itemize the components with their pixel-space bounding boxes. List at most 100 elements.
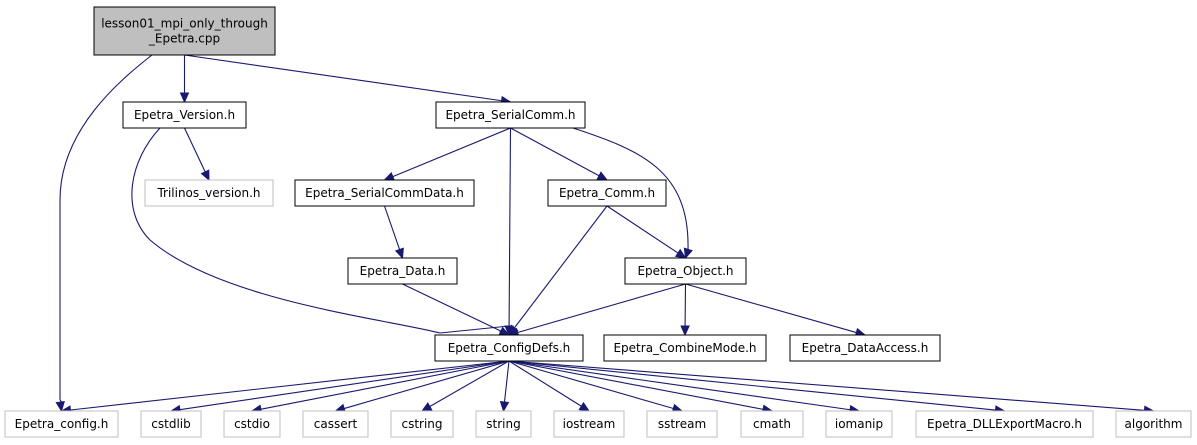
node-label: cstdio [234,417,270,431]
node-root[interactable]: lesson01_mpi_only_through_Epetra.cpp [93,6,276,56]
node-box [475,410,532,438]
edge-comm-to-configdefs [508,205,608,336]
node-string: string [475,410,532,438]
node-label: cassert [314,417,358,431]
edges-layer [55,54,1155,416]
node-box [740,410,804,438]
node-label: Epetra_SerialCommData.h [305,186,464,200]
node-box [144,179,274,207]
node-box [646,410,718,438]
edge-data-to-configdefs [402,283,511,336]
edge-object-to-combinemode [680,283,690,337]
node-box [434,334,584,362]
node-box [553,410,625,438]
node-label: algorithm [1125,417,1183,431]
edge-configdefs-to-cassert [334,360,510,413]
node-label: iostream [563,417,616,431]
node-box [435,101,586,129]
edge-configdefs-to-cstring [420,360,510,412]
edge-version-to-configdefs [131,127,511,340]
node-label: string [486,417,520,431]
node-box [122,101,247,129]
node-serialcomm[interactable]: Epetra_SerialComm.h [435,101,586,129]
node-label: Epetra_Version.h [134,108,235,122]
node-cstdio: cstdio [223,410,281,438]
node-trilinos_version: Trilinos_version.h [144,179,274,207]
node-box [547,179,667,207]
node-cmath: cmath [740,410,804,438]
node-label: Epetra_SerialComm.h [445,108,575,122]
node-box [624,257,747,285]
node-cstdlib: cstdlib [140,410,202,438]
node-iomanip: iomanip [825,410,893,438]
node-data[interactable]: Epetra_Data.h [347,257,458,285]
node-configdefs[interactable]: Epetra_ConfigDefs.h [434,334,584,362]
node-box [390,410,454,438]
edge-configdefs-to-cstdlib [169,360,510,415]
node-comm[interactable]: Epetra_Comm.h [547,179,667,207]
node-label: _Epetra.cpp [148,32,220,46]
node-box [789,334,941,362]
node-label: Epetra_Object.h [637,264,733,278]
nodes-layer: lesson01_mpi_only_through_Epetra.cppEpet… [4,6,1192,438]
node-serialcommdata[interactable]: Epetra_SerialCommData.h [294,179,475,207]
node-cstring: cstring [390,410,454,438]
node-dllexport: Epetra_DLLExportMacro.h [915,410,1094,438]
node-box [223,410,281,438]
node-box [603,334,767,362]
node-cassert: cassert [302,410,369,438]
node-box [825,410,893,438]
edge-version-to-trilinos_version [184,127,210,182]
edge-configdefs-to-cmath [508,360,774,414]
edge-serialcomm-to-object [572,127,693,260]
node-object[interactable]: Epetra_Object.h [624,257,747,285]
node-label: iomanip [835,417,883,431]
node-dataaccess[interactable]: Epetra_DataAccess.h [789,334,941,362]
node-label: lesson01_mpi_only_through [101,17,268,31]
node-label: Epetra_Comm.h [559,186,655,200]
node-label: Epetra_ConfigDefs.h [448,341,571,355]
edge-object-to-configdefs [507,283,686,337]
edge-configdefs-to-string [499,360,510,413]
node-iostream: iostream [553,410,625,438]
node-box [1115,410,1192,438]
edge-comm-to-object [606,205,687,259]
node-label: Epetra_config.h [15,417,109,431]
edge-configdefs-to-cstdio [250,360,510,414]
node-label: cstdlib [151,417,190,431]
node-label: Epetra_Data.h [360,264,446,278]
node-box [140,410,202,438]
node-label: cstring [401,417,442,431]
edge-root-to-version [179,55,190,104]
node-box [93,6,276,56]
edge-root-to-serialcomm [184,54,512,106]
edge-serialcommdata-to-data [383,205,404,260]
edge-serialcomm-to-serialcommdata [383,127,511,181]
node-box [302,410,369,438]
node-label: Epetra_DLLExportMacro.h [927,417,1082,431]
node-box [915,410,1094,438]
node-version[interactable]: Epetra_Version.h [122,101,247,129]
edge-configdefs-to-sstream [508,360,684,413]
node-box [294,179,475,207]
edge-configdefs-to-iostream [508,360,591,412]
node-box [4,410,119,438]
edge-configdefs-to-epetra_config [60,360,510,415]
edge-object-to-dataaccess [685,283,867,337]
node-epetra_config: Epetra_config.h [4,410,119,438]
node-label: Epetra_DataAccess.h [802,341,929,355]
node-combinemode[interactable]: Epetra_CombineMode.h [603,334,767,362]
edge-serialcomm-to-configdefs [504,127,514,337]
edge-configdefs-to-algorithm [508,360,1155,416]
edge-serialcomm-to-comm [510,127,609,181]
node-sstream: sstream [646,410,718,438]
edge-configdefs-to-iomanip [508,360,861,415]
node-label: cmath [753,417,791,431]
node-box [347,257,458,285]
node-algorithm: algorithm [1115,410,1192,438]
node-label: Trilinos_version.h [156,186,260,200]
edge-root-to-epetra_config [55,54,153,413]
node-label: Epetra_CombineMode.h [613,341,756,355]
